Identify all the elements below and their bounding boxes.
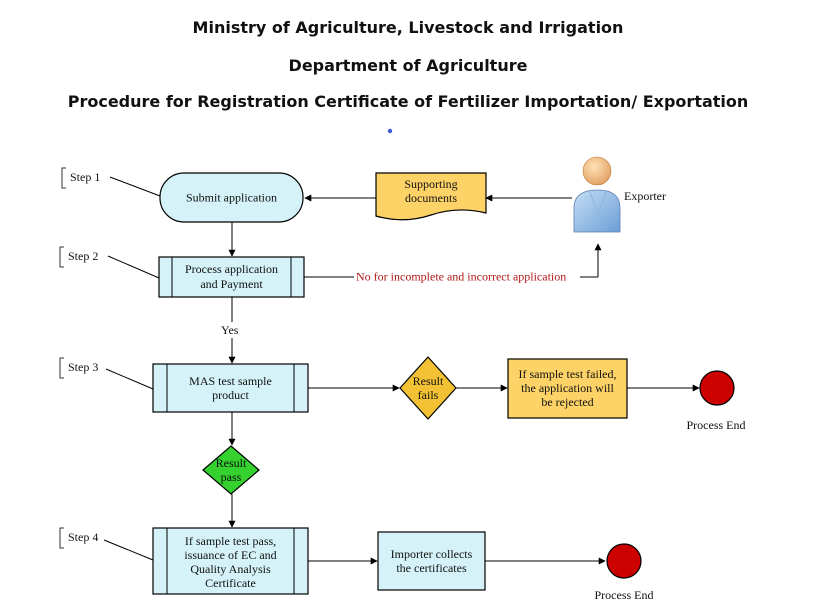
svg-text:documents: documents (405, 191, 457, 205)
exporter-label: Exporter (624, 189, 666, 203)
svg-text:Certificate: Certificate (205, 576, 256, 590)
svg-text:Step 3: Step 3 (68, 360, 98, 374)
svg-text:Step 1: Step 1 (70, 170, 100, 184)
no-edge-label: No for incomplete and incorrect applicat… (356, 270, 566, 284)
result-pass-decision: Result pass (202, 445, 260, 495)
svg-text:Result: Result (413, 374, 444, 388)
mas-test-sample-node: MAS test sample product (152, 363, 309, 413)
svg-text:Importer collects: Importer collects (391, 547, 473, 561)
rejected-node: If sample test failed, the application w… (507, 358, 628, 419)
title-procedure: Procedure for Registration Certificate o… (67, 92, 749, 111)
step-2-label: Step 2 (59, 246, 160, 279)
title-ministry: Ministry of Agriculture, Livestock and I… (192, 18, 624, 37)
svg-text:the application will: the application will (521, 381, 614, 395)
process-end-1: Process End (687, 370, 746, 432)
result-fails-decision: Result fails (399, 356, 457, 420)
process-application-node: Process application and Payment (158, 256, 305, 298)
step-4-label: Step 4 (59, 527, 154, 561)
exporter-person-icon (573, 156, 621, 233)
svg-text:Process application: Process application (185, 262, 278, 276)
svg-text:pass: pass (221, 470, 242, 484)
svg-text:Step 4: Step 4 (68, 530, 98, 544)
submit-application-node: Submit application (159, 172, 304, 223)
svg-text:issuance of EC and: issuance of EC and (184, 548, 276, 562)
svg-text:be rejected: be rejected (541, 395, 593, 409)
svg-text:Process End: Process End (687, 418, 746, 432)
svg-text:Result: Result (216, 456, 247, 470)
svg-text:MAS test sample: MAS test sample (189, 374, 272, 388)
svg-text:If sample test failed,: If sample test failed, (519, 367, 617, 381)
yes-edge-label: Yes (221, 323, 239, 337)
svg-text:Submit application: Submit application (186, 191, 277, 205)
svg-text:Process End: Process End (595, 588, 654, 602)
decorative-dot (387, 128, 393, 134)
issuance-node: If sample test pass, issuance of EC and … (152, 527, 309, 595)
step-3-label: Step 3 (59, 357, 154, 390)
svg-text:If sample test pass,: If sample test pass, (185, 534, 276, 548)
svg-text:fails: fails (418, 388, 439, 402)
step-1-label: Step 1 (61, 167, 161, 197)
process-end-2: Process End (595, 543, 654, 602)
supporting-documents-node: Supporting documents (375, 172, 487, 221)
importer-collects-node: Importer collects the certificates (377, 531, 486, 591)
svg-text:product: product (212, 388, 249, 402)
svg-text:Supporting: Supporting (404, 177, 457, 191)
title-department: Department of Agriculture (288, 56, 528, 75)
connectors (228, 194, 700, 565)
svg-text:Quality Analysis: Quality Analysis (190, 562, 271, 576)
svg-text:Step 2: Step 2 (68, 249, 98, 263)
svg-text:and Payment: and Payment (200, 277, 263, 291)
svg-text:the certificates: the certificates (396, 561, 467, 575)
